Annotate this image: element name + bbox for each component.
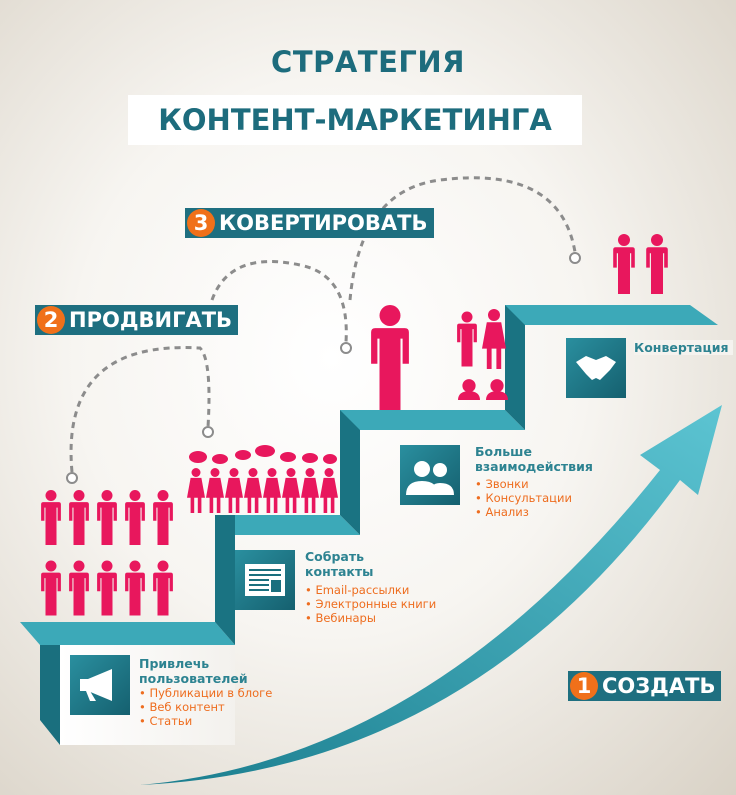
talking-people-icon bbox=[187, 445, 338, 513]
step-item: Электронные книги bbox=[305, 597, 436, 611]
stage-text: ПРОДВИГАТЬ bbox=[69, 308, 233, 332]
title-line1: СТРАТЕГИЯ bbox=[271, 45, 465, 79]
step-collect-text: Собрать контакты Email-рассылки Электрон… bbox=[305, 549, 436, 625]
step-title: Собрать bbox=[305, 549, 365, 564]
stage-3-label: 3 КОВЕРТИРОВАТЬ bbox=[185, 208, 434, 238]
stage-number: 2 bbox=[37, 306, 65, 334]
people-icon bbox=[400, 445, 460, 505]
newspaper-icon bbox=[235, 550, 295, 610]
step-item: Email-рассылки bbox=[305, 583, 436, 597]
title-line2-text: КОНТЕНТ-МАРКЕТИНГА bbox=[158, 103, 552, 137]
step-engage-text: Больше взаимодействия Звонки Консультаци… bbox=[475, 444, 593, 519]
support-agent-icon bbox=[371, 305, 508, 410]
step-title: пользователей bbox=[139, 671, 248, 686]
step-item: Анализ bbox=[475, 505, 593, 519]
path-node bbox=[66, 472, 78, 484]
step-item: Публикации в блоге bbox=[139, 686, 272, 700]
step-item: Веб контент bbox=[139, 700, 272, 714]
step-convert-title: Конвертация bbox=[634, 340, 733, 355]
step-item: Вебинары bbox=[305, 611, 436, 625]
step-attract-text: Привлечь пользователей Публикации в блог… bbox=[139, 656, 272, 728]
crowd-icon bbox=[41, 490, 173, 616]
megaphone-icon bbox=[70, 655, 130, 715]
stage-text: СОЗДАТЬ bbox=[602, 674, 716, 698]
stairs bbox=[20, 305, 718, 745]
path-node bbox=[569, 252, 581, 264]
stage-number: 3 bbox=[187, 209, 215, 237]
step-item: Звонки bbox=[475, 477, 593, 491]
handshake-icon bbox=[566, 338, 626, 398]
stage-1-label: 1 СОЗДАТЬ bbox=[568, 671, 722, 701]
path-node bbox=[202, 426, 214, 438]
step-title: контакты bbox=[305, 564, 374, 579]
step-title: взаимодействия bbox=[475, 459, 593, 474]
stage-2-label: 2 ПРОДВИГАТЬ bbox=[35, 305, 239, 335]
title-line2: КОНТЕНТ-МАРКЕТИНГА bbox=[128, 95, 582, 145]
dashed-path bbox=[69, 176, 577, 473]
stage-number: 1 bbox=[570, 672, 598, 700]
stage-text: КОВЕРТИРОВАТЬ bbox=[219, 211, 428, 235]
step-title: Больше bbox=[475, 444, 532, 459]
step-item: Консультации bbox=[475, 491, 593, 505]
business-deal-icon bbox=[613, 234, 668, 294]
growth-arrow bbox=[140, 405, 722, 785]
step-title: Привлечь bbox=[139, 656, 210, 671]
step-item: Статьи bbox=[139, 714, 272, 728]
path-node bbox=[340, 342, 352, 354]
